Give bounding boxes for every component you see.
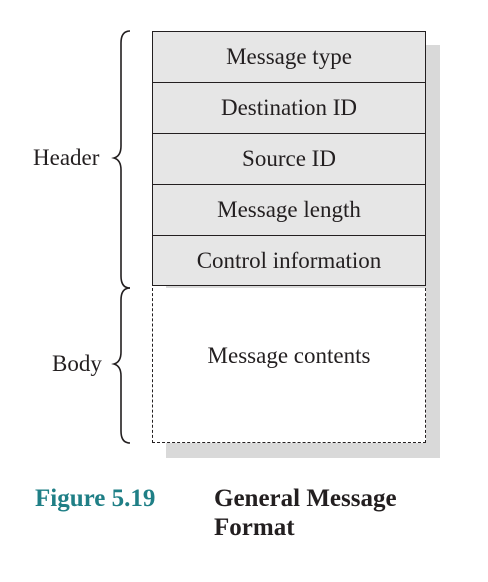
field-message-type: Message type (152, 31, 426, 82)
body-brace (111, 287, 131, 444)
figure-title: General Message Format (214, 485, 397, 541)
body-field-label: Message contents (207, 343, 371, 368)
body-group-label: Body (52, 351, 102, 376)
field-source-id: Source ID (152, 133, 426, 184)
header-fields-stack: Message type Destination ID Source ID Me… (152, 31, 426, 286)
figure-number: Figure 5.19 (35, 485, 156, 512)
field-destination-id: Destination ID (152, 82, 426, 133)
field-message-length: Message length (152, 184, 426, 235)
field-control-information: Control information (152, 235, 426, 286)
header-group-label: Header (33, 145, 100, 170)
body-message-contents: Message contents (152, 288, 426, 443)
header-brace (111, 30, 131, 289)
